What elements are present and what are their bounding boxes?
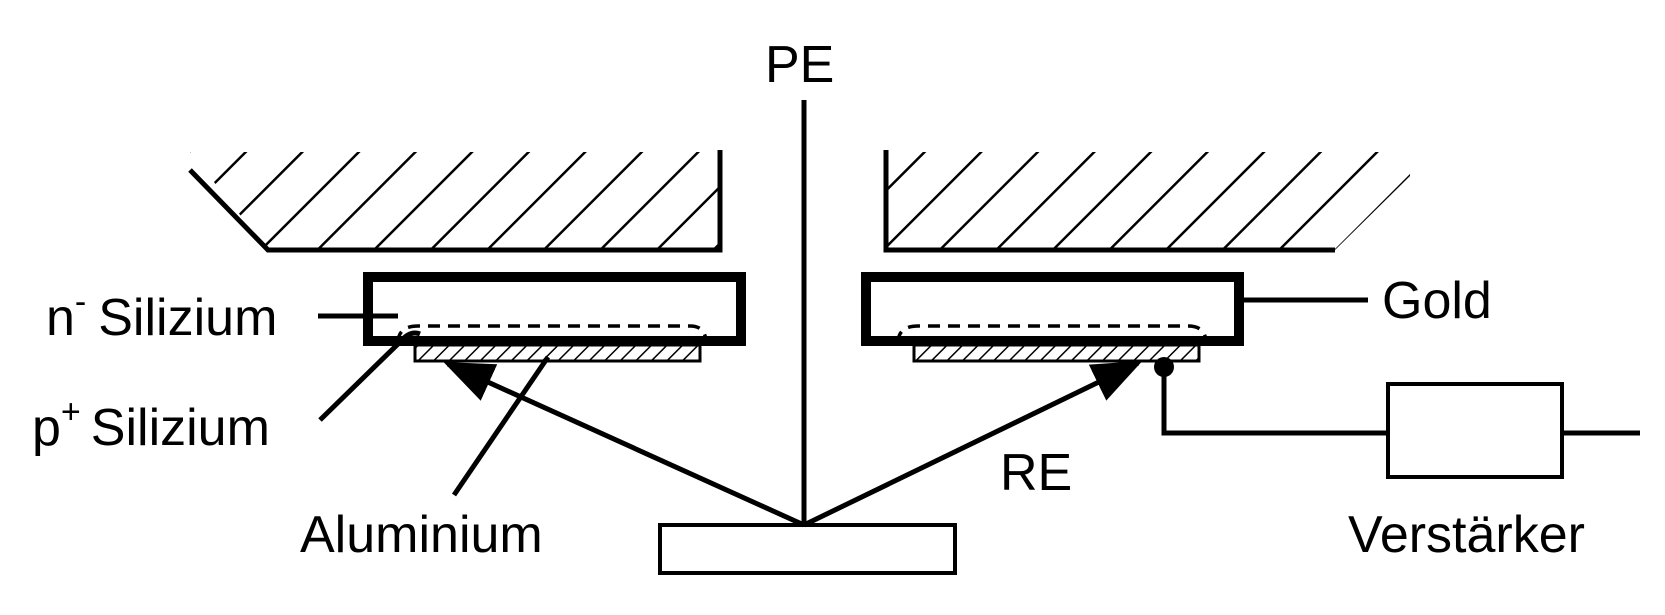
label-n-silizium: n-Silizium [46,283,277,347]
p-silizium-leader [318,330,421,422]
right-p-layer [896,324,1208,344]
label-p-silizium: p+ Silizium [32,393,270,457]
p-silizium-text: Silizium [91,399,270,457]
left-pole-piece [190,152,720,250]
label-gold: Gold [1382,272,1492,330]
right-aluminium-layer [912,343,1201,363]
n-silizium-base: n [46,289,75,347]
aluminium-leader [451,355,551,497]
right-gold-frame [861,272,1244,346]
right-pole-outline [883,150,1335,253]
amplifier-wire [1161,367,1388,436]
p-silizium-sup: + [61,393,81,431]
left-aluminium-layer [413,343,702,363]
n-silizium-sup: - [75,283,86,321]
right-pole-piece [886,152,1410,250]
amplifier-box [1386,382,1564,479]
reflected-beam-left [443,361,806,528]
label-aluminium: Aluminium [300,506,543,564]
label-re: RE [1000,444,1072,502]
left-gold-frame [363,272,746,346]
sample [658,523,957,575]
left-pole-outline [188,150,723,253]
n-silizium-text: Silizium [98,289,277,347]
reflected-beam-right [802,360,1143,528]
left-p-layer [396,324,708,344]
label-verstaerker: Verstärker [1348,506,1585,564]
p-silizium-base: p [32,399,61,457]
label-pe: PE [765,36,834,94]
